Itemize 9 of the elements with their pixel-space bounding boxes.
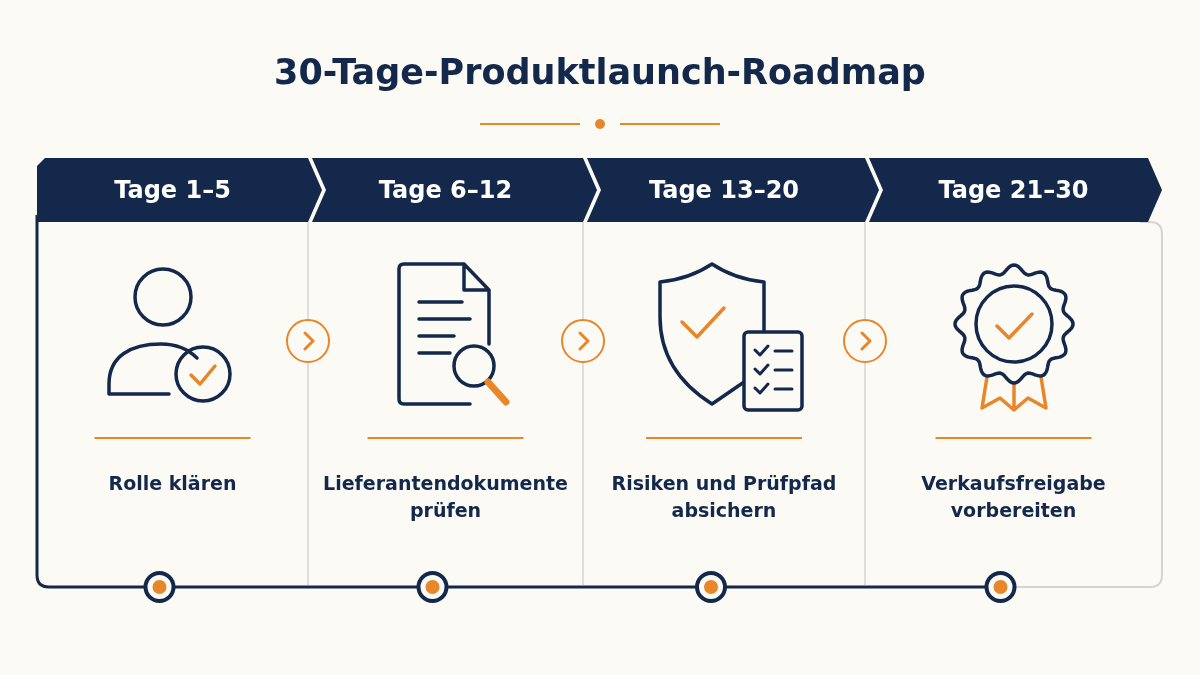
- phase-heading: Tage 6–12: [378, 176, 513, 204]
- step-label: Verkaufsfreigabe vorbereiten: [921, 472, 1106, 521]
- phase-heading: Tage 13–20: [648, 176, 800, 204]
- title: 30-Tage-Produktlaunch-Roadmap: [273, 52, 927, 92]
- phase-heading: Tage 21–30: [938, 176, 1089, 204]
- step-label: Rolle klären: [108, 472, 237, 494]
- step-label: Lieferantendokumente prüfen: [323, 472, 568, 521]
- step-label: Risiken und Prüfpfad absichern: [611, 472, 837, 521]
- phase-heading: Tage 1–5: [114, 176, 231, 204]
